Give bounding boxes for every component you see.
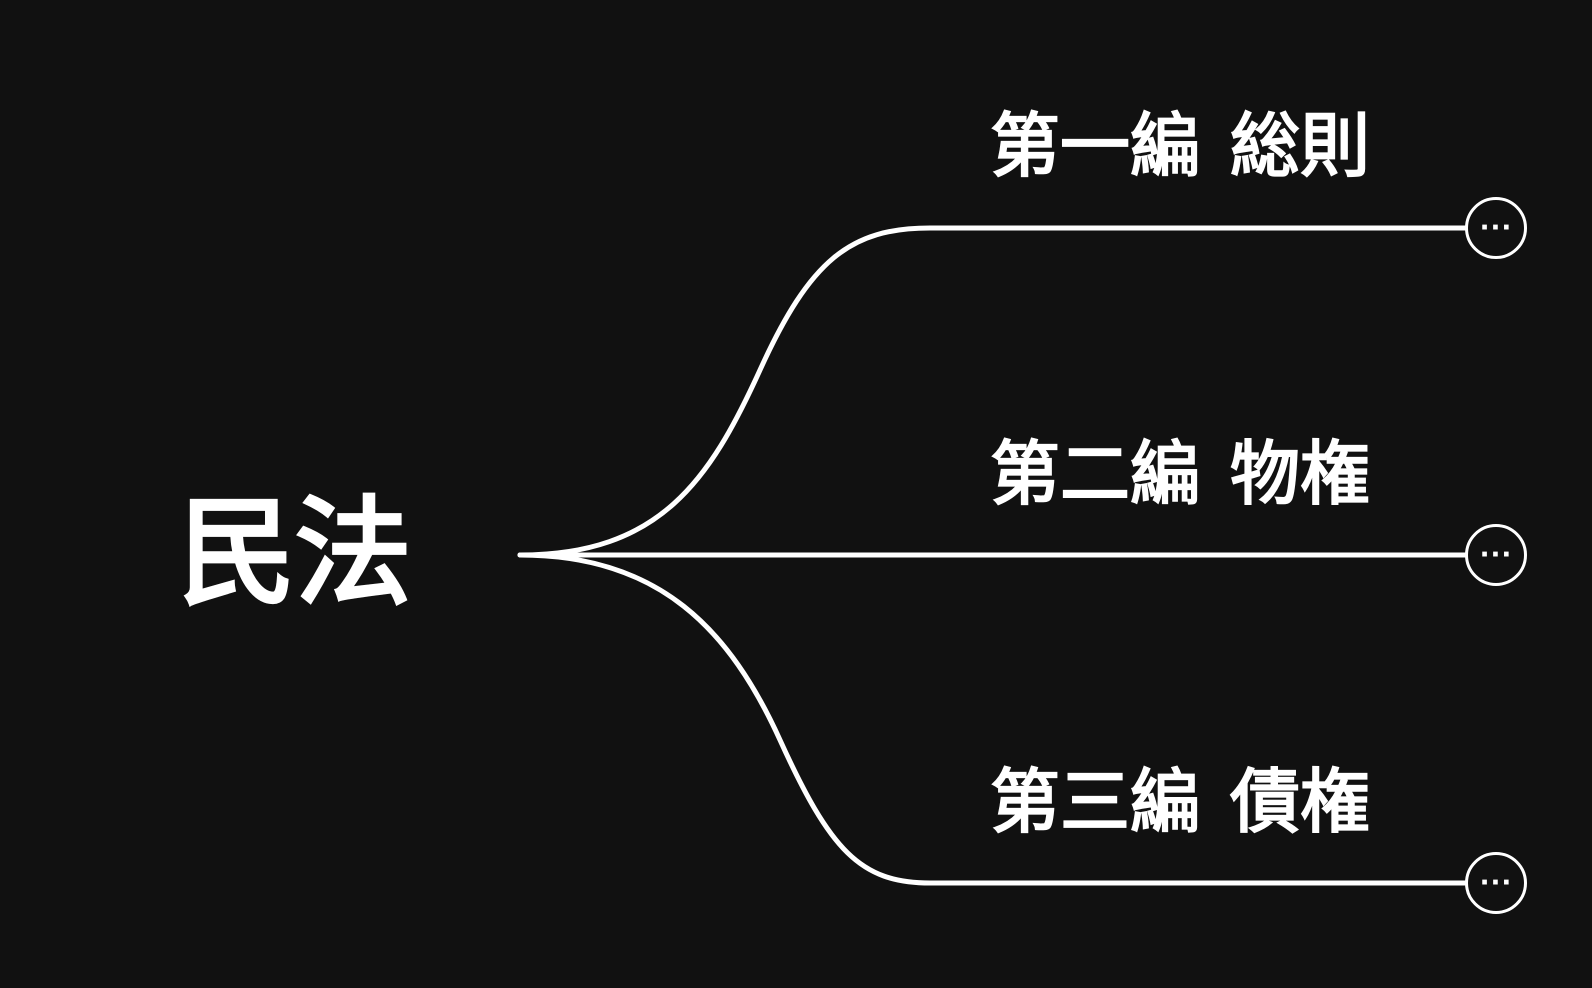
ellipsis-icon: ··· bbox=[1479, 868, 1513, 898]
ellipsis-icon: ··· bbox=[1479, 213, 1513, 243]
connector-branch-1 bbox=[517, 225, 1468, 558]
branch-subject: 総則 bbox=[1230, 105, 1370, 187]
branch-part-title: 第二編 bbox=[990, 433, 1200, 515]
root-node-label[interactable]: 民法 bbox=[178, 484, 412, 622]
expand-collapse-button[interactable]: ··· bbox=[1465, 524, 1527, 586]
branch-part-title: 第一編 bbox=[990, 105, 1200, 187]
expand-collapse-button[interactable]: ··· bbox=[1465, 197, 1527, 259]
branch-part-title: 第三編 bbox=[990, 761, 1200, 843]
branch-node-label[interactable]: 第一編総則 bbox=[990, 106, 1370, 186]
branch-subject: 債権 bbox=[1230, 761, 1370, 843]
branch-node-label[interactable]: 第二編物権 bbox=[990, 434, 1370, 514]
connector-branch-3 bbox=[517, 552, 1468, 886]
expand-collapse-button[interactable]: ··· bbox=[1465, 852, 1527, 914]
branch-node-label[interactable]: 第三編債権 bbox=[990, 762, 1370, 842]
ellipsis-icon: ··· bbox=[1479, 540, 1513, 570]
branch-subject: 物権 bbox=[1230, 433, 1370, 515]
